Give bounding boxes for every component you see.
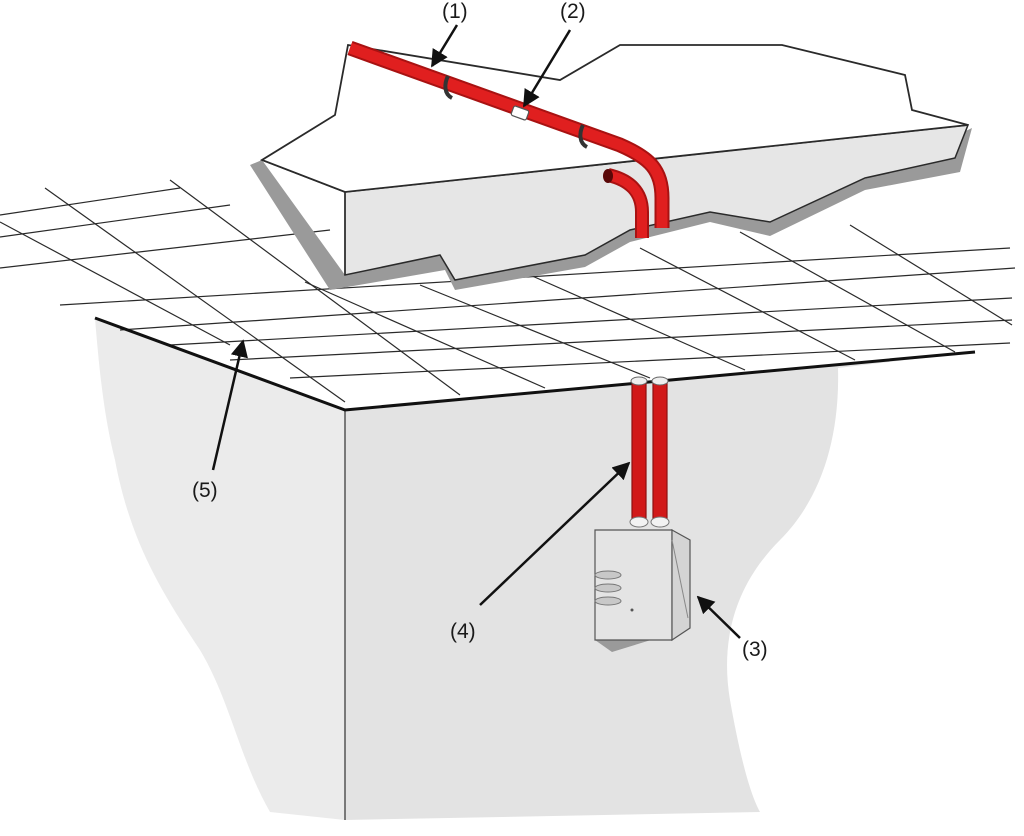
slab-side-face <box>261 124 970 281</box>
callout-2: (2) <box>560 0 586 23</box>
wall-side-face <box>95 318 345 820</box>
leader-2 <box>522 29 572 108</box>
ceiling-edge <box>94 316 976 412</box>
conduit-right <box>652 379 668 521</box>
callout-3: (3) <box>742 638 768 661</box>
leader-1 <box>430 24 459 68</box>
callout-4: (4) <box>450 620 476 643</box>
cable-splice <box>510 105 530 121</box>
conduit-left <box>631 379 647 521</box>
ceiling-grid <box>0 179 1016 403</box>
box-knob <box>594 570 622 580</box>
callout-5: (5) <box>192 479 218 502</box>
junction-box <box>594 528 691 652</box>
callout-labels: (1) (2) (3) (4) (5) <box>192 0 768 661</box>
conduit-gland-left <box>629 516 649 528</box>
box-knob <box>594 596 622 606</box>
slab-shadow <box>250 128 972 290</box>
conduit-entry-left <box>630 376 648 386</box>
cable-run-top-highlight <box>348 42 668 228</box>
cable-end-cap <box>603 169 613 183</box>
box-indicator <box>630 608 634 612</box>
box-knob <box>594 583 622 593</box>
leader-5 <box>211 339 248 471</box>
conduit-entry-right <box>651 376 669 386</box>
callout-1: (1) <box>442 0 468 23</box>
cable-return-highlight <box>606 170 647 238</box>
concrete-slab <box>250 43 972 290</box>
leader-3 <box>696 595 741 639</box>
leader-lines <box>211 24 741 639</box>
leader-4 <box>479 461 631 606</box>
cable-clip <box>578 124 589 149</box>
conduit-gland-right <box>650 516 670 528</box>
heating-cable <box>347 40 670 238</box>
cable-clip <box>443 75 454 100</box>
box-side-diagonal <box>671 539 689 619</box>
cold-lead-conduits <box>629 376 670 528</box>
